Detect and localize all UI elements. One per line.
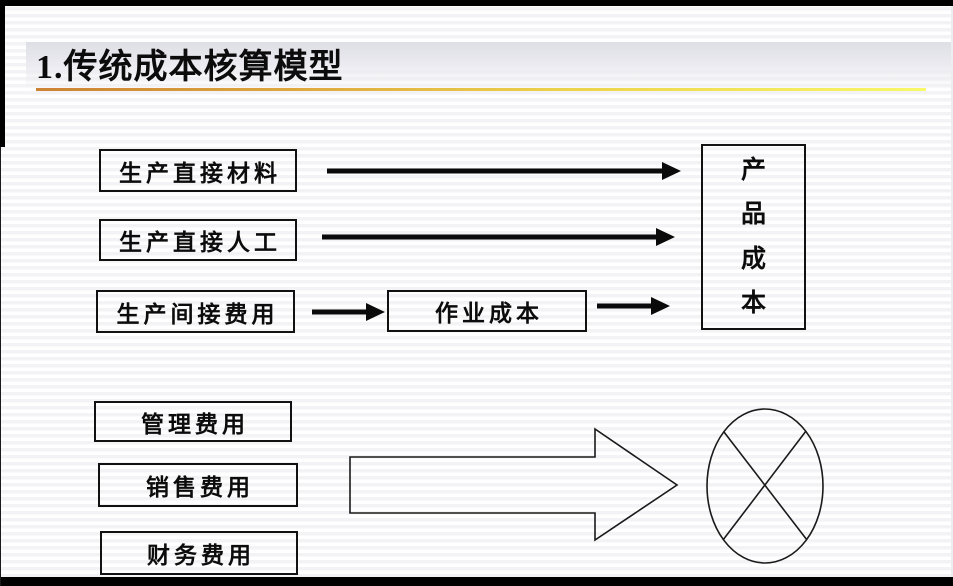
slide-top-border [0, 0, 953, 6]
box-direct-labor: 生产直接人工 [99, 219, 297, 261]
hollow-block-right-arrow-icon [349, 427, 679, 542]
box-label: 生产间接费用 [116, 300, 279, 327]
box-selling-expense: 销售费用 [98, 463, 298, 507]
box-admin-expense: 管理费用 [94, 401, 292, 442]
box-activity-cost: 作业成本 [387, 290, 587, 332]
box-label: 作业成本 [435, 300, 543, 326]
box-label-char: 产 [740, 156, 766, 184]
box-direct-materials: 生产直接材料 [99, 149, 297, 192]
page-title: 1.传统成本核算模型 [36, 49, 344, 86]
box-label: 管理费用 [141, 410, 249, 437]
box-label: 财务费用 [147, 542, 255, 568]
box-finance-expense: 财务费用 [100, 531, 298, 575]
title-underline [36, 88, 926, 91]
box-product-cost: 产 品 成 本 [701, 144, 806, 330]
box-label: 生产直接人工 [119, 229, 281, 255]
box-label: 销售费用 [146, 474, 254, 500]
slide-bottom-border [0, 577, 953, 586]
arrow-labor-to-product-icon [322, 228, 675, 246]
box-indirect-costs: 生产间接费用 [96, 290, 295, 333]
arrow-indirect-to-activity-icon [312, 303, 385, 321]
box-label-char: 品 [740, 200, 766, 229]
box-label-char: 成 [740, 244, 766, 273]
box-label-char: 本 [740, 288, 766, 317]
slide-left-edge [0, 0, 1, 586]
slide-right-edge [951, 0, 953, 586]
slide-left-border [0, 0, 5, 147]
arrow-materials-to-product-icon [327, 162, 681, 180]
box-label: 生产直接材料 [119, 159, 281, 186]
crossed-circle-icon [706, 408, 824, 564]
title-band [26, 42, 953, 90]
arrow-activity-to-product-icon [597, 297, 670, 315]
